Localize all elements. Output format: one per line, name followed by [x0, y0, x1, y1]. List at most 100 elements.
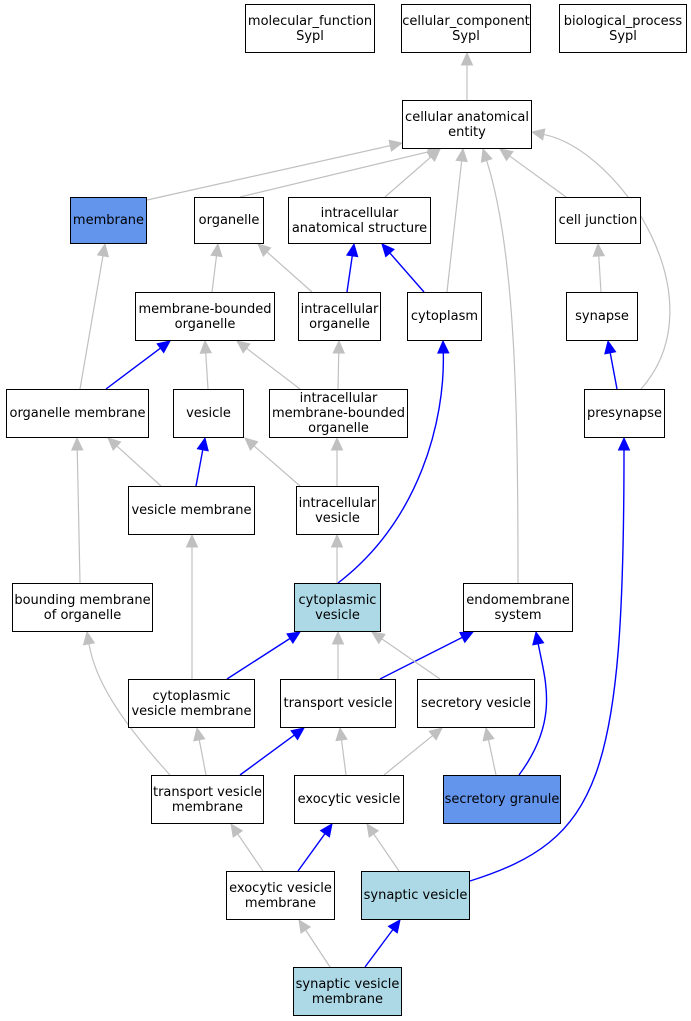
- edge-pre-to-cae: [543, 133, 671, 390]
- edge-cj-to-cae: [509, 155, 567, 198]
- edge-svm-to-synv: [364, 929, 394, 968]
- node-exocytic-vesicle[interactable]: exocytic vesicle: [294, 775, 404, 824]
- node-vesicle[interactable]: vesicle: [173, 389, 244, 438]
- edge-iv-to-ves: [253, 445, 301, 487]
- arrowhead-sg-to-es: [532, 630, 545, 646]
- arrowhead-tvm-to-bmo: [82, 630, 96, 646]
- arrowhead-cyt-to-cae: [455, 147, 468, 163]
- node-transport-vesicle[interactable]: transport vesicle: [280, 679, 396, 728]
- node-biological-process[interactable]: biological_process Sypl: [559, 4, 687, 53]
- arrowhead-synv-to-ev: [366, 823, 380, 838]
- node-bounding-membrane-of-organelle[interactable]: bounding membrane of organelle: [12, 583, 153, 632]
- arrowhead-tvm-to-tv: [290, 727, 305, 741]
- arrowhead-om-to-mbo: [156, 340, 171, 354]
- node-secretory-vesicle[interactable]: secretory vesicle: [417, 679, 535, 728]
- arrowhead-tv-to-cv: [331, 630, 345, 645]
- edge-tvm-to-tv: [239, 734, 295, 776]
- node-intracellular-vesicle[interactable]: intracellular vesicle: [296, 486, 379, 535]
- arrowhead-iv-to-imbo: [330, 436, 344, 451]
- arrowhead-evm-to-tvm: [230, 823, 244, 838]
- arrowhead-mem-to-cae: [388, 139, 404, 152]
- edge-bmo-to-om: [76, 449, 81, 584]
- node-membrane[interactable]: membrane: [70, 197, 147, 244]
- edge-imbo-to-mbo: [246, 347, 301, 390]
- arrowhead-cae-to-cc: [460, 51, 474, 66]
- edge-imbo-to-io: [337, 352, 340, 390]
- arrowhead-imbo-to-io: [332, 339, 346, 354]
- edge-cvm-to-cv: [226, 637, 291, 680]
- edge-svm-to-evm: [305, 929, 331, 968]
- node-transport-vesicle-membrane[interactable]: transport vesicle membrane: [151, 775, 264, 824]
- edge-sg-to-sv: [487, 739, 497, 776]
- edge-io-to-org: [266, 251, 313, 293]
- arrowhead-syn-to-cj: [592, 242, 606, 257]
- edge-ves-to-mbo: [205, 352, 209, 390]
- arrowhead-evm-to-ev: [319, 823, 333, 838]
- node-vesicle-membrane[interactable]: vesicle membrane: [128, 486, 255, 535]
- edge-io-to-ias: [346, 255, 353, 293]
- edge-tv-to-es: [379, 636, 463, 680]
- node-presynapse[interactable]: presynapse: [584, 389, 665, 438]
- edge-ias-to-cae: [384, 156, 432, 198]
- node-synapse[interactable]: synapse: [566, 292, 638, 341]
- edge-om-to-mbo: [105, 347, 161, 390]
- arrowhead-es-to-cae: [480, 147, 493, 163]
- arrowhead-cj-to-cae: [499, 148, 514, 162]
- node-cellular-component[interactable]: cellular_component Sypl: [401, 4, 531, 53]
- node-intracellular-anatomical-structure[interactable]: intracellular anatomical structure: [288, 197, 431, 244]
- arrowhead-cv-to-iv: [330, 533, 344, 548]
- node-cytoplasmic-vesicle[interactable]: cytoplasmic vesicle: [294, 583, 381, 632]
- node-membrane-bounded-organelle[interactable]: membrane-bounded organelle: [135, 292, 275, 341]
- node-intracellular-membrane-bounded-organelle[interactable]: intracellular membrane-bounded organelle: [269, 389, 408, 438]
- node-organelle[interactable]: organelle: [194, 197, 264, 244]
- edge-sv-to-cv: [381, 638, 441, 680]
- arrowhead-ias-to-cae: [426, 148, 441, 162]
- edge-vm-to-om: [116, 445, 162, 487]
- arrowhead-om-to-mem: [96, 242, 110, 258]
- edge-mem-to-cae: [146, 145, 391, 201]
- edge-es-to-cae: [486, 160, 519, 584]
- node-cell-junction[interactable]: cell junction: [555, 197, 641, 244]
- edge-vm-to-ves: [195, 449, 204, 487]
- arrowhead-tvm-to-cvm: [193, 726, 206, 742]
- node-synaptic-vesicle[interactable]: synaptic vesicle: [361, 871, 470, 920]
- edge-ev-to-tv: [340, 739, 347, 776]
- node-cytoplasmic-vesicle-membrane[interactable]: cytoplasmic vesicle membrane: [128, 679, 255, 728]
- edge-om-to-mem: [79, 255, 104, 390]
- edge-tvm-to-cvm: [198, 739, 207, 776]
- edge-cv-to-cyt: [337, 352, 445, 584]
- edge-evm-to-tvm: [237, 833, 264, 872]
- node-endomembrane-system[interactable]: endomembrane system: [463, 583, 573, 632]
- arrowhead-vm-to-om: [107, 437, 122, 452]
- node-synaptic-vesicle-membrane[interactable]: synaptic vesicle membrane: [293, 967, 402, 1016]
- edge-syn-to-cj: [598, 255, 602, 293]
- node-exocytic-vesicle-membrane[interactable]: exocytic vesicle membrane: [226, 871, 335, 920]
- arrowhead-vm-to-ves: [196, 436, 209, 452]
- edge-sg-to-es: [518, 643, 548, 776]
- arrowhead-ev-to-tv: [335, 726, 348, 742]
- arrowhead-cvm-to-cv: [286, 631, 302, 645]
- edge-tvm-to-bmo: [88, 643, 171, 776]
- node-organelle-membrane[interactable]: organelle membrane: [6, 389, 149, 438]
- arrowhead-ev-to-sv: [428, 727, 443, 741]
- node-cellular-anatomical-entity[interactable]: cellular anatomical entity: [402, 100, 532, 149]
- node-intracellular-organelle[interactable]: intracellular organelle: [298, 292, 381, 341]
- arrowhead-sg-to-sv: [482, 726, 495, 742]
- node-secretory-granule[interactable]: secretory granule: [443, 775, 561, 824]
- arrowhead-sv-to-cv: [371, 631, 386, 645]
- arrowhead-imbo-to-mbo: [236, 340, 251, 354]
- edge-mbo-to-org: [211, 255, 218, 293]
- edge-cyt-to-ias: [389, 252, 425, 293]
- node-cytoplasm[interactable]: cytoplasm: [407, 292, 482, 341]
- arrowhead-bmo-to-om: [70, 436, 84, 451]
- edge-org-to-cae: [239, 151, 429, 198]
- edge-synv-to-ev: [373, 833, 400, 872]
- arrowhead-io-to-org: [257, 243, 272, 257]
- arrowhead-pre-to-cae: [530, 128, 546, 141]
- arrowhead-pre-to-syn: [604, 339, 617, 355]
- arrowhead-iv-to-ves: [244, 437, 259, 451]
- node-molecular-function[interactable]: molecular_function Sypl: [245, 4, 375, 53]
- arrowhead-ves-to-mbo: [199, 339, 213, 354]
